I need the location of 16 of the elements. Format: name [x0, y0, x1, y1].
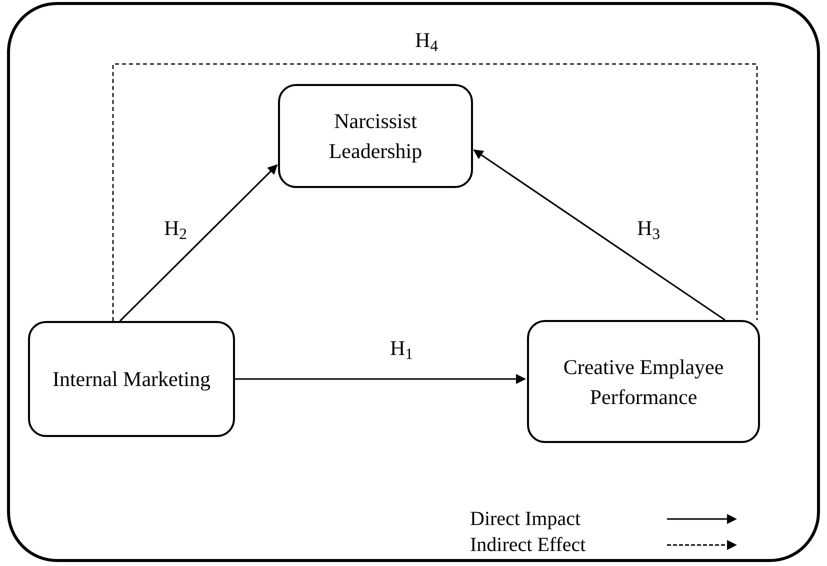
node-label: Creative Emplayee Performance: [562, 354, 725, 410]
node-label: Internal Marketing: [52, 366, 211, 393]
arrow: [235, 374, 526, 384]
edge-label: H$_{1}$: [388, 338, 416, 359]
rounded-box: [278, 84, 473, 188]
edge-label: H$_{3}$: [635, 218, 662, 239]
dashed-connector: [112, 63, 758, 321]
legend-label: Direct Impact: [470, 507, 582, 532]
arrow: [473, 149, 726, 321]
arrow: [119, 164, 278, 322]
rounded-box: [527, 320, 760, 443]
rounded-box: [28, 321, 235, 437]
node-label: Narcissist Leadership: [328, 108, 424, 165]
legend-label: Indirect Effect: [470, 533, 587, 558]
edge-label: H$_{4}$: [413, 30, 440, 51]
edge-label: H$_{2}$: [162, 218, 190, 239]
